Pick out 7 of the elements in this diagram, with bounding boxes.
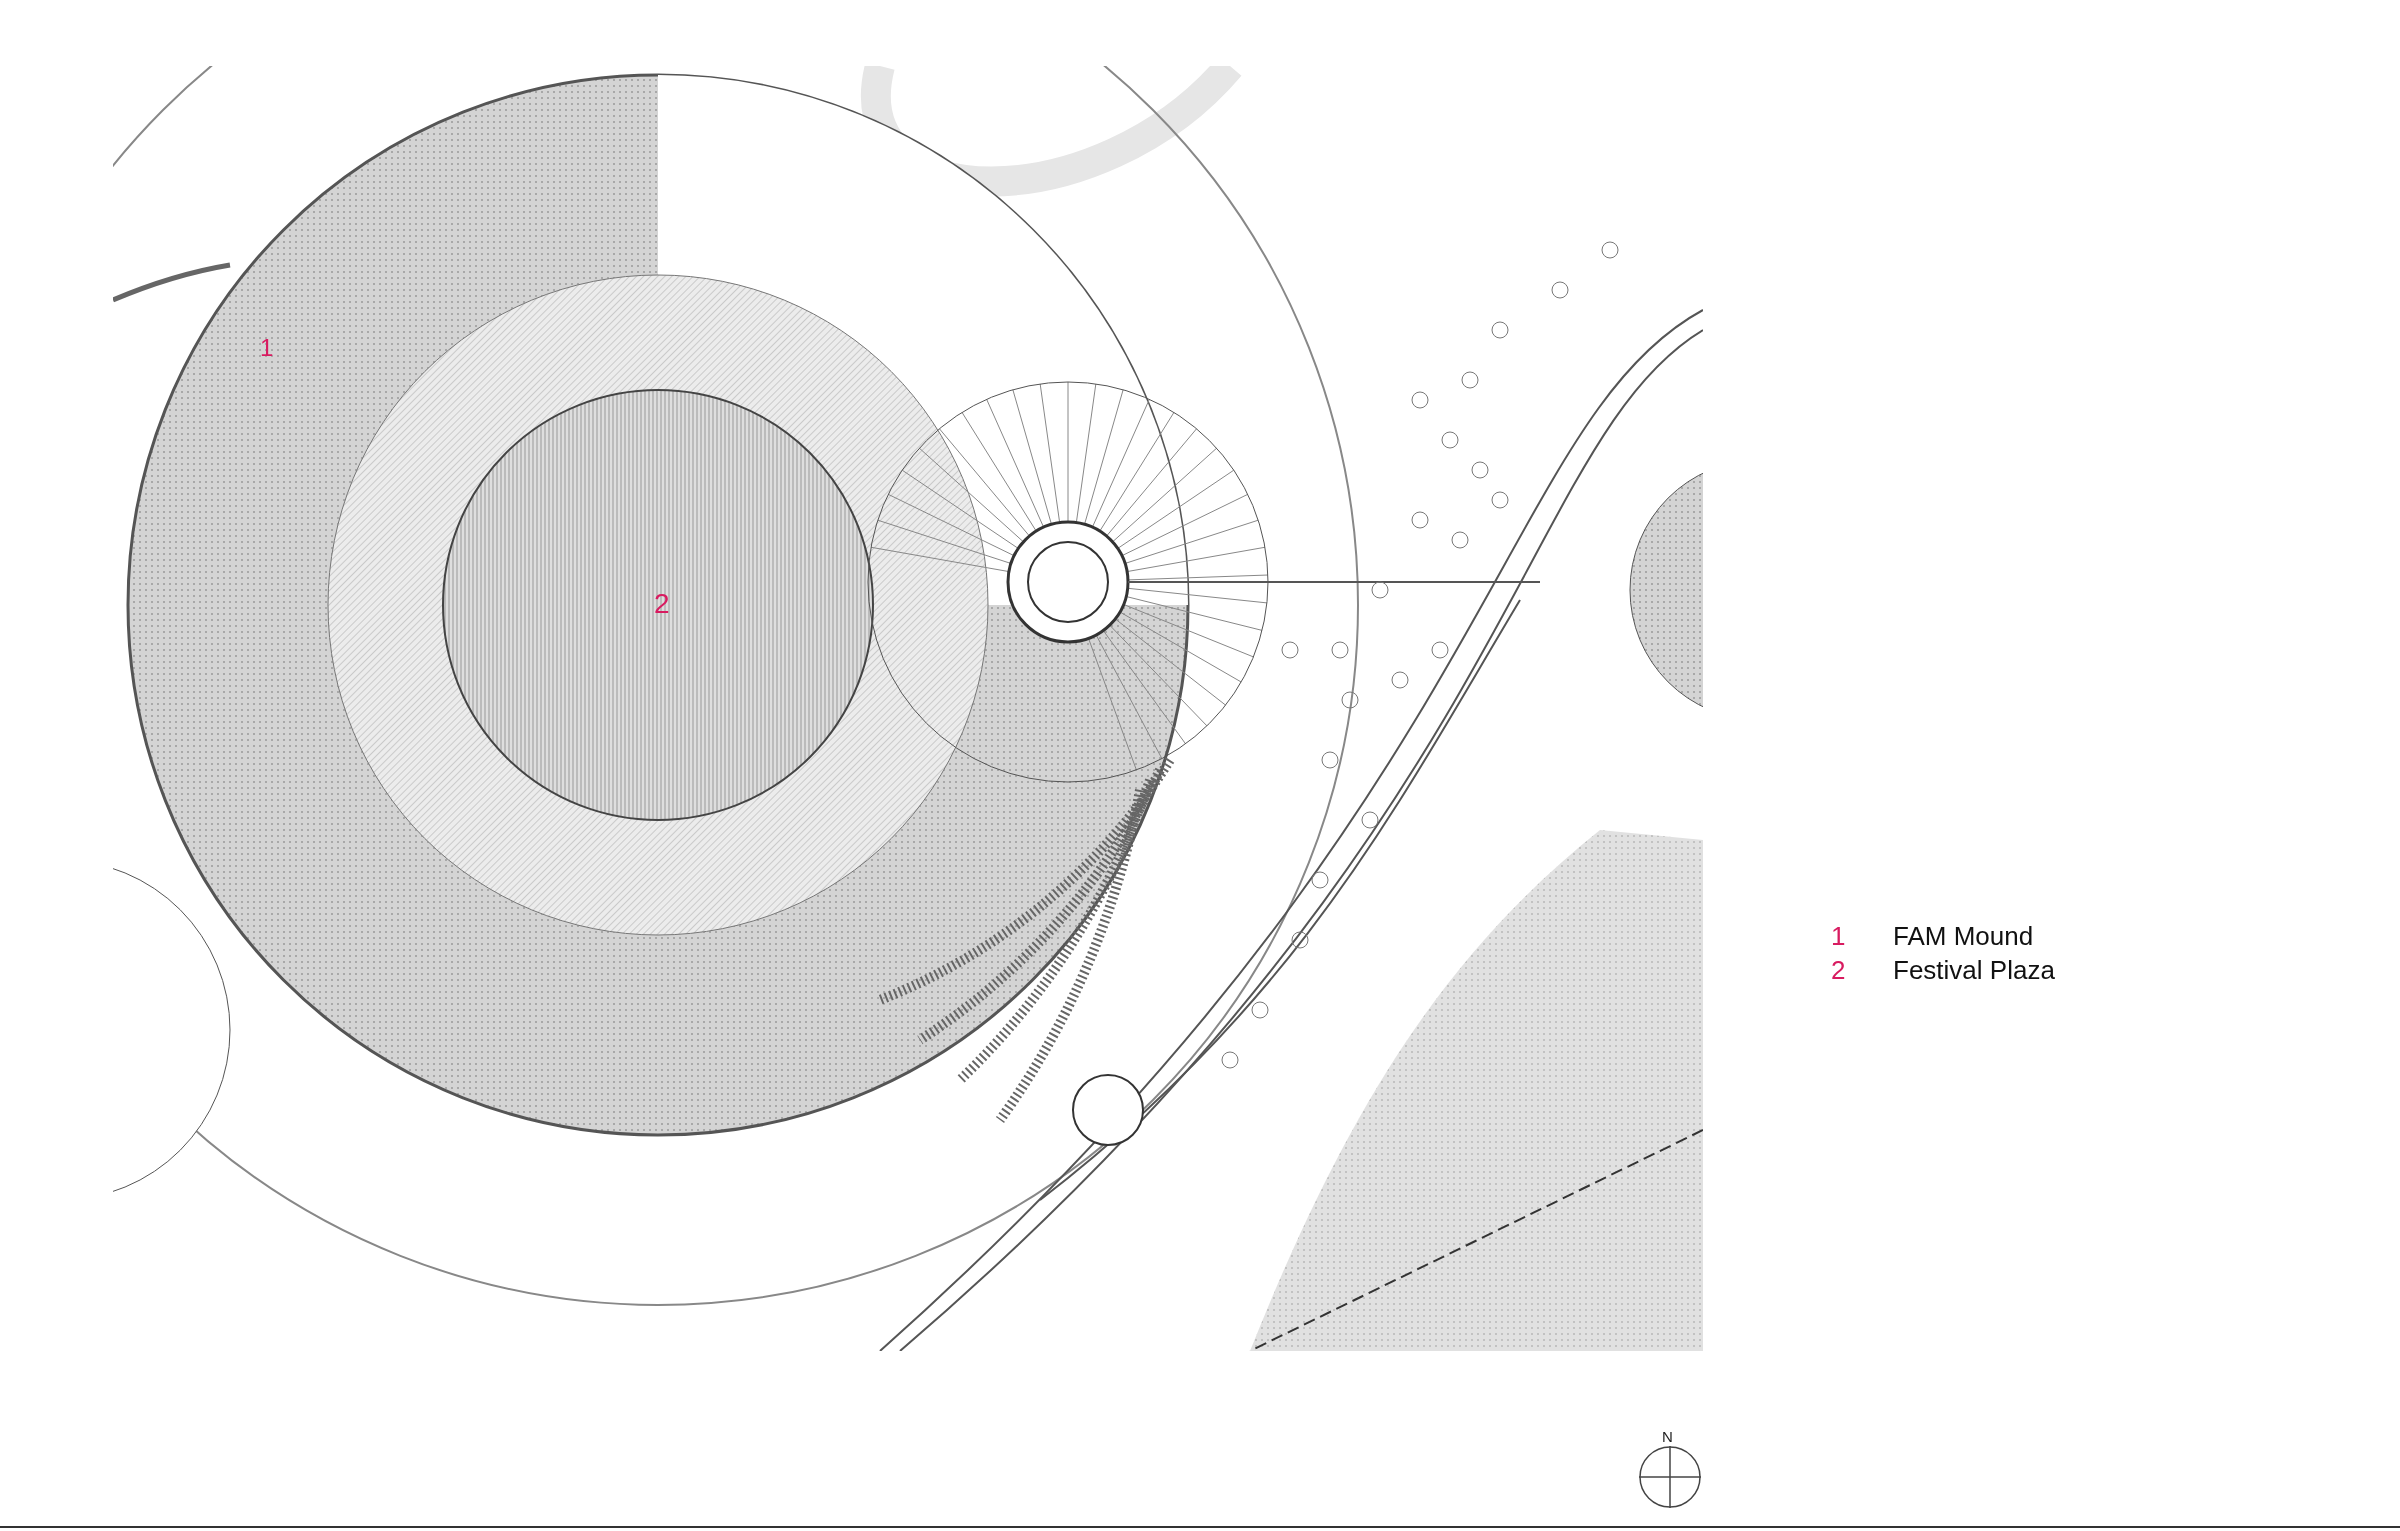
legend-number: 1 bbox=[1831, 923, 1846, 949]
legend-number: 2 bbox=[1831, 957, 1846, 983]
legend-text: FAM Mound bbox=[1893, 923, 2034, 949]
north-label: N bbox=[1662, 1429, 1673, 1444]
callout-number: 1 bbox=[260, 336, 274, 360]
legend-text: Festival Plaza bbox=[1893, 957, 2055, 983]
callout-number: 2 bbox=[654, 590, 670, 618]
